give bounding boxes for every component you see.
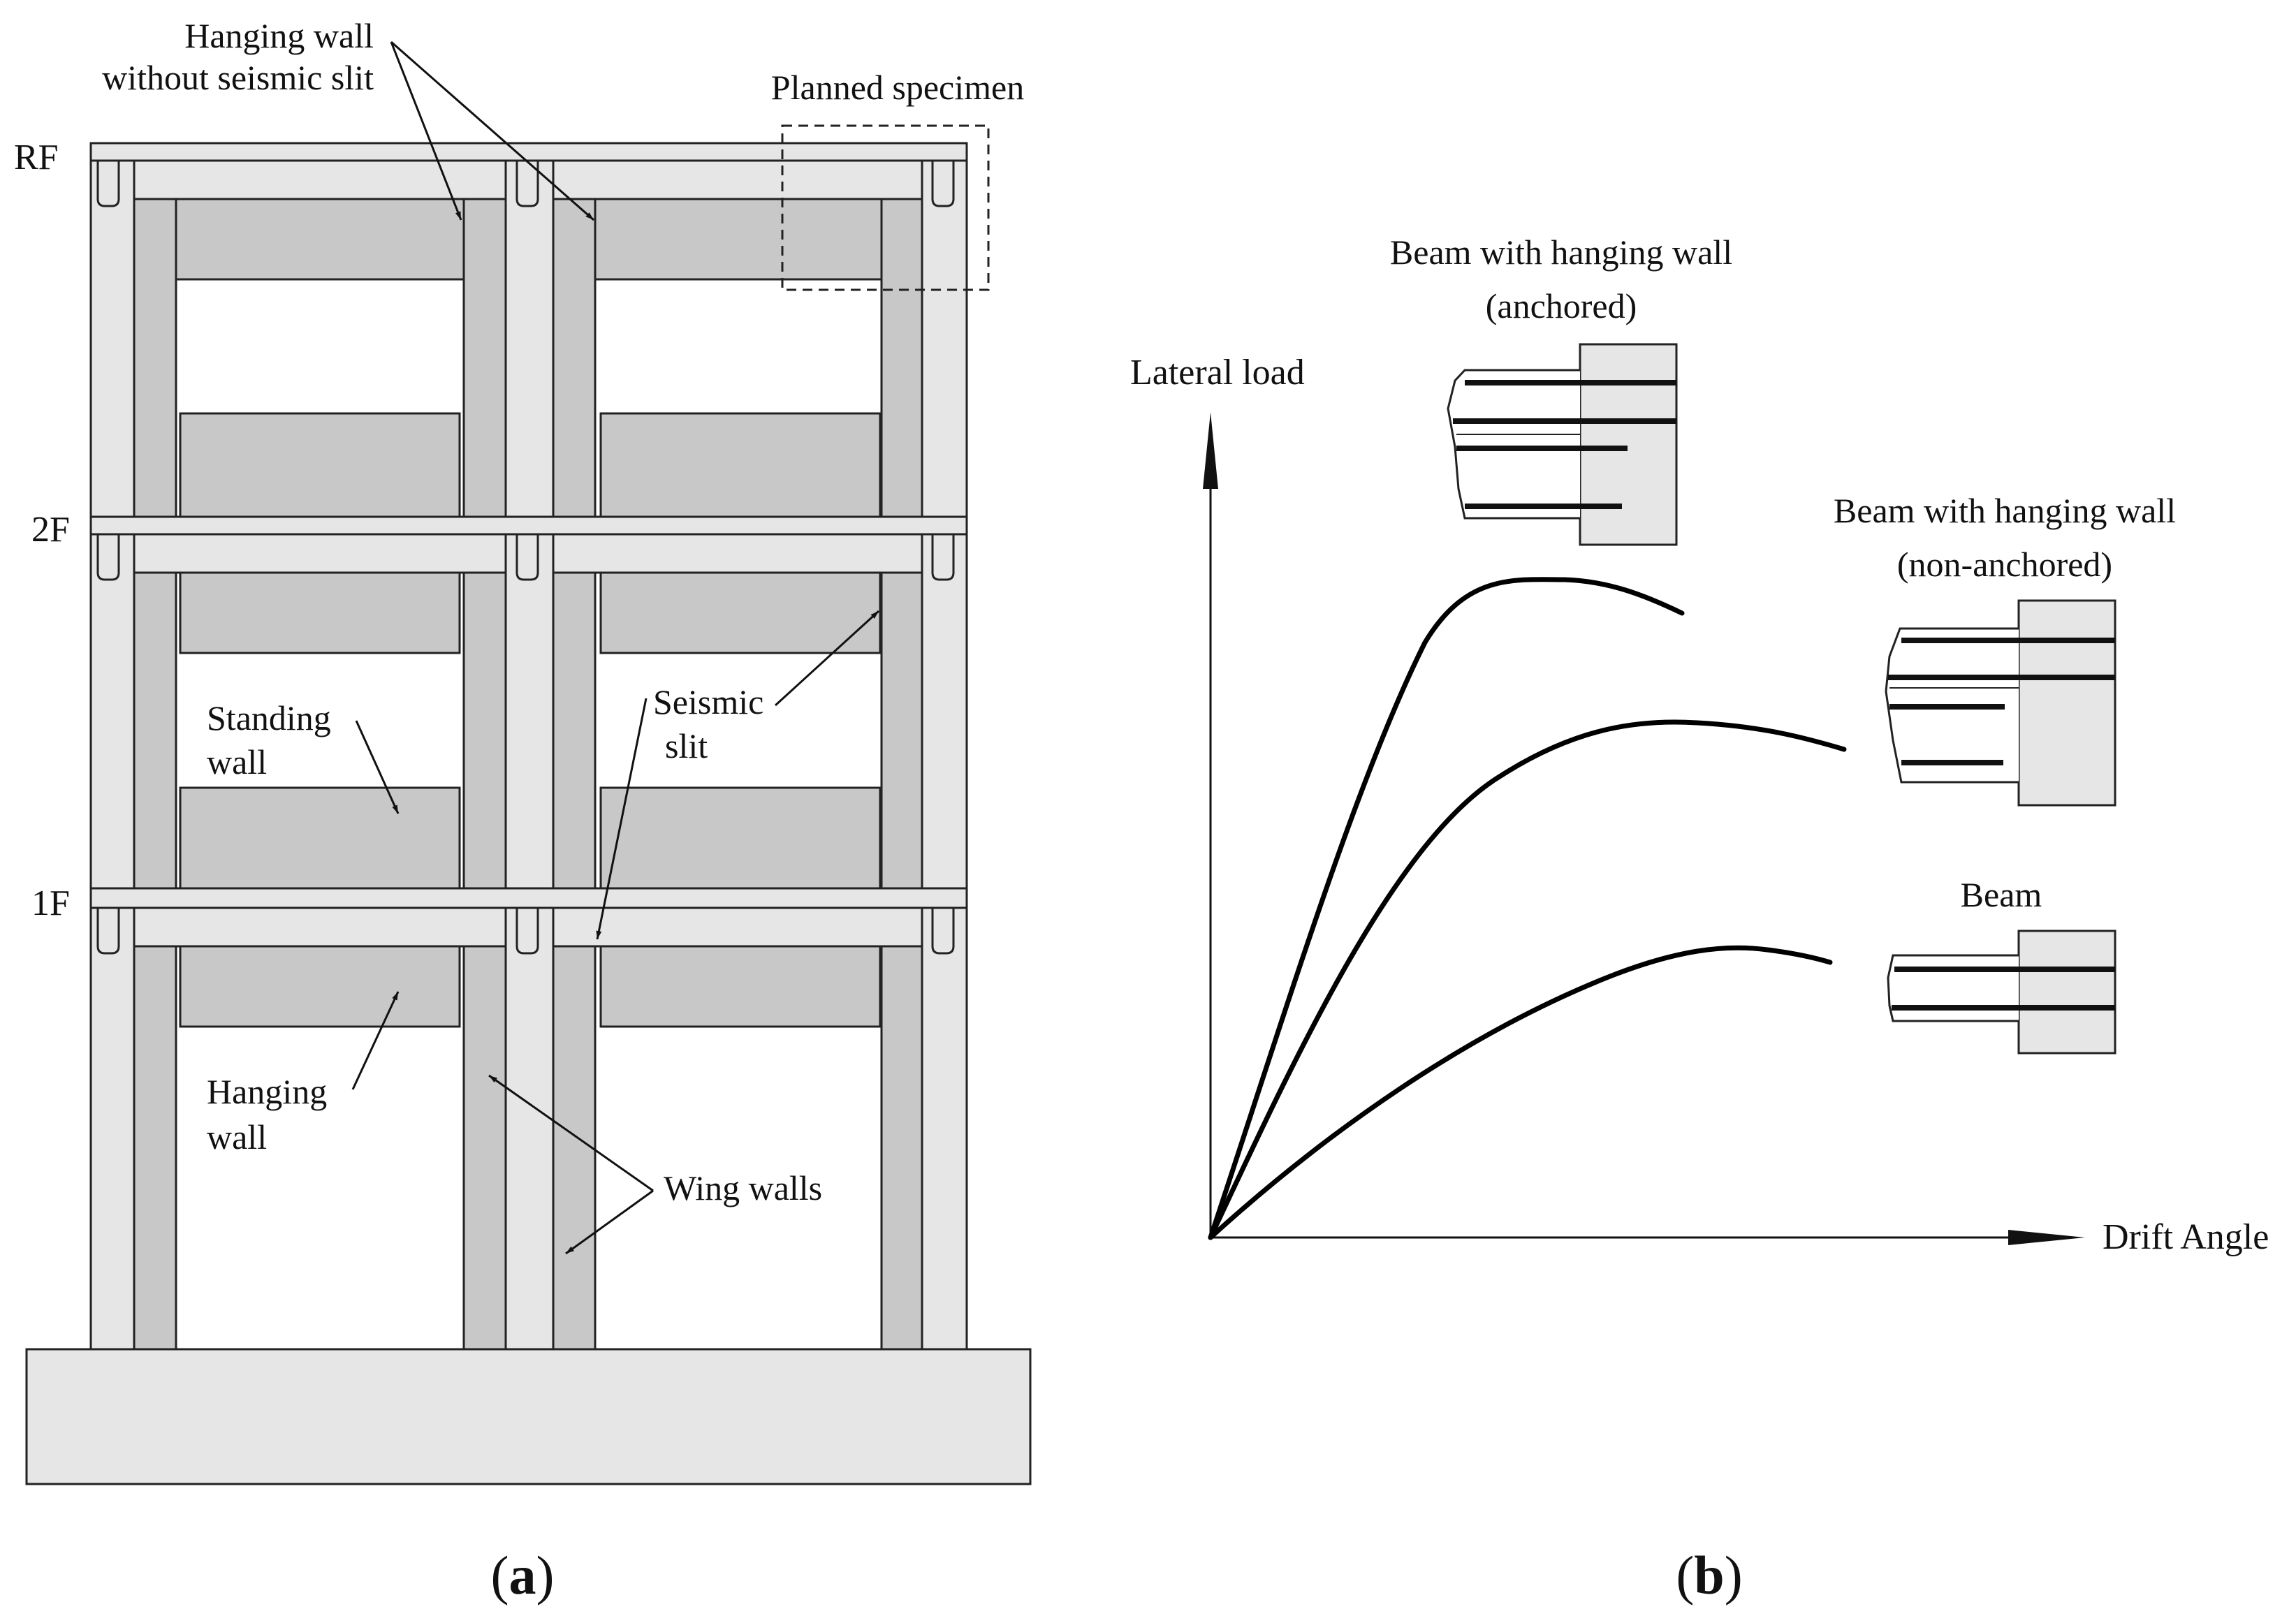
hanging-wall bbox=[179, 945, 461, 1028]
wing-wall bbox=[552, 945, 597, 1351]
hanging-wall bbox=[599, 571, 882, 654]
caption-b-open: ( bbox=[1676, 1545, 1694, 1606]
label-non-anchored-1: Beam with hanging wall bbox=[1834, 491, 2176, 530]
beam bbox=[552, 159, 923, 200]
floor-label-2f: 2F bbox=[31, 510, 70, 550]
slit-notch bbox=[515, 161, 539, 207]
foundation bbox=[25, 1348, 1032, 1485]
wing-wall bbox=[552, 571, 597, 890]
slit-notch bbox=[515, 534, 539, 581]
slit-notch bbox=[931, 908, 955, 955]
y-axis-arrowhead bbox=[1203, 412, 1218, 489]
leader-hanging-wall-no-slit-2 bbox=[390, 41, 594, 221]
hanging-wall bbox=[594, 198, 883, 281]
slit-notch bbox=[96, 534, 120, 581]
label-hanging-wall-1: Hanging bbox=[207, 1072, 327, 1111]
label-planned-specimen: Planned specimen bbox=[771, 68, 1024, 107]
leader-seismic-slit-1 bbox=[774, 610, 880, 707]
label-seismic-slit-1: Seismic bbox=[653, 682, 763, 721]
label-wing-walls: Wing walls bbox=[664, 1168, 822, 1207]
beam bbox=[552, 533, 923, 574]
slit-notch bbox=[931, 534, 955, 581]
beam bbox=[552, 906, 923, 948]
wing-wall bbox=[133, 571, 177, 890]
inset-beam bbox=[1447, 369, 1580, 520]
slab-lines bbox=[91, 159, 967, 909]
label-hanging-wall-2: wall bbox=[207, 1117, 267, 1156]
inset-non-anchored bbox=[1885, 599, 2116, 807]
caption-a-open: ( bbox=[491, 1545, 509, 1606]
planned-specimen-box bbox=[781, 124, 990, 291]
curve-anchored bbox=[1208, 577, 1685, 1240]
hanging-wall bbox=[175, 198, 465, 281]
inset-beam-only bbox=[1887, 930, 2116, 1055]
label-seismic-slit-2: slit bbox=[665, 726, 708, 765]
leader-hanging-wall bbox=[351, 991, 400, 1090]
caption-a-close: ) bbox=[536, 1545, 555, 1606]
wing-wall bbox=[880, 945, 923, 1351]
wing-wall bbox=[552, 198, 597, 518]
slit-notch bbox=[96, 908, 120, 955]
wing-wall bbox=[133, 198, 177, 518]
leader-hanging-wall-no-slit-1 bbox=[390, 41, 462, 221]
panel-b-load-drift: Lateral load Drift Angle Beam with hangi… bbox=[1130, 233, 2269, 1606]
label-standing-wall-1: Standing bbox=[207, 698, 331, 737]
label-hanging-wall-no-slit-1: Hanging wall bbox=[184, 16, 374, 55]
label-non-anchored-2: (non-anchored) bbox=[1897, 545, 2112, 584]
caption-b-close: ) bbox=[1725, 1545, 1743, 1606]
label-anchored-1: Beam with hanging wall bbox=[1390, 233, 1732, 272]
y-axis-label: Lateral load bbox=[1130, 353, 1305, 392]
leader-wing-walls-1 bbox=[488, 1074, 654, 1192]
label-standing-wall-2: wall bbox=[207, 742, 267, 781]
inset-beam bbox=[1887, 954, 2019, 1022]
caption-a: (a) bbox=[491, 1545, 555, 1606]
floor-label-1f: 1F bbox=[31, 883, 70, 923]
wing-wall bbox=[462, 945, 507, 1351]
label-beam: Beam bbox=[1961, 875, 2042, 914]
leader-wing-walls-2 bbox=[565, 1189, 654, 1255]
caption-b-letter: b bbox=[1694, 1545, 1724, 1606]
wing-wall bbox=[462, 571, 507, 890]
leader-seismic-slit-2 bbox=[596, 698, 648, 940]
leader-lines bbox=[351, 41, 880, 1255]
label-hanging-wall-no-slit-2: without seismic slit bbox=[102, 58, 374, 97]
label-anchored-2: (anchored) bbox=[1486, 286, 1637, 325]
slit-notch bbox=[931, 161, 955, 207]
inset-anchored bbox=[1447, 343, 1678, 546]
floor-label-rf: RF bbox=[14, 138, 59, 177]
wing-wall bbox=[880, 571, 923, 890]
inset-column bbox=[1579, 343, 1678, 546]
wing-wall bbox=[880, 198, 923, 518]
wing-wall bbox=[462, 198, 507, 518]
beam bbox=[133, 906, 507, 948]
curve-non-anchored bbox=[1208, 719, 1847, 1240]
standing-wall bbox=[179, 412, 461, 518]
hanging-wall bbox=[179, 571, 461, 654]
curve-beam bbox=[1208, 945, 1833, 1240]
beam bbox=[133, 533, 507, 574]
standing-walls bbox=[179, 412, 882, 890]
panel-a-building-elevation: RF 2F 1F Hanging wall without seismic sl… bbox=[14, 16, 1032, 1606]
wing-wall bbox=[133, 945, 177, 1351]
hanging-walls bbox=[175, 198, 883, 1028]
slit-notch bbox=[96, 161, 120, 207]
caption-b: (b) bbox=[1676, 1545, 1742, 1606]
standing-wall bbox=[179, 786, 461, 890]
inset-column bbox=[2017, 599, 2116, 807]
beams bbox=[133, 159, 923, 948]
leader-standing-wall bbox=[355, 720, 400, 814]
inset-column bbox=[2017, 930, 2116, 1055]
seismic-slit-notches bbox=[96, 161, 955, 955]
x-axis-label: Drift Angle bbox=[2103, 1217, 2269, 1257]
standing-wall bbox=[599, 412, 882, 518]
x-axis-arrowhead bbox=[2008, 1230, 2085, 1245]
caption-a-letter: a bbox=[509, 1545, 536, 1606]
hanging-wall bbox=[599, 945, 882, 1028]
slit-notch bbox=[515, 908, 539, 955]
standing-wall bbox=[599, 786, 882, 890]
